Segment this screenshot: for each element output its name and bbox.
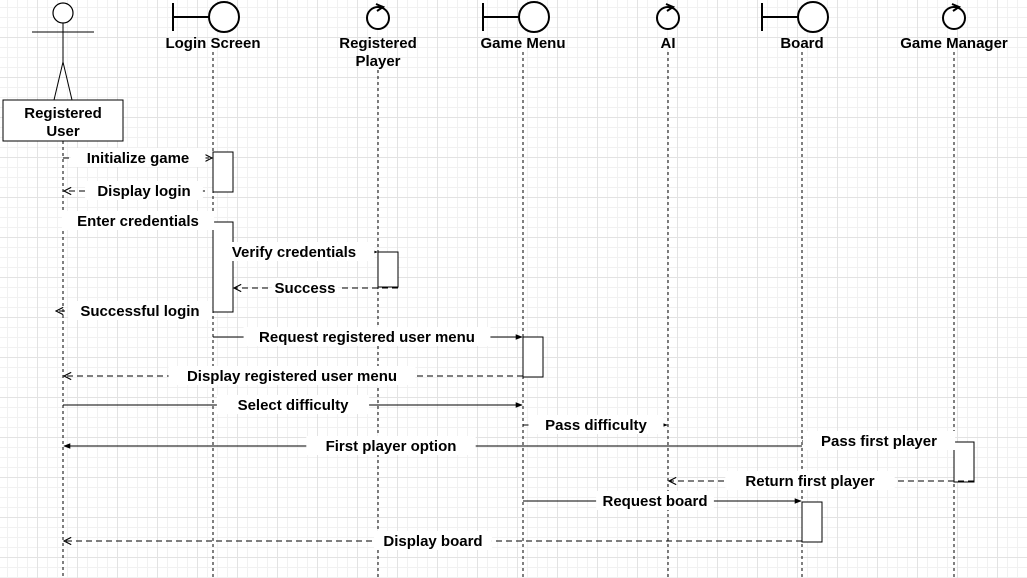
participant-ai: AI bbox=[656, 3, 680, 52]
message-3: Enter credentials bbox=[61, 211, 215, 230]
message-9: Select difficulty bbox=[63, 395, 523, 414]
participant-label: Game Manager bbox=[900, 35, 1008, 52]
message-8: Display registered user menu bbox=[64, 366, 523, 385]
message-7: Request registered user menu bbox=[213, 327, 523, 346]
message-label-bg bbox=[596, 491, 714, 510]
participant-board: Board bbox=[761, 1, 829, 52]
control-icon bbox=[366, 3, 390, 30]
message-label: Pass difficulty bbox=[545, 417, 647, 434]
message-label: Successful login bbox=[80, 303, 199, 320]
boundary-icon bbox=[761, 1, 829, 33]
message-15: Display board bbox=[64, 531, 802, 550]
control-icon bbox=[942, 3, 966, 30]
message-label: Select difficulty bbox=[238, 397, 350, 414]
message-label: Return first player bbox=[745, 473, 874, 490]
message-label-bg bbox=[243, 327, 491, 346]
message-label: First player option bbox=[326, 438, 457, 455]
activation-bar bbox=[801, 501, 823, 543]
message-label-bg bbox=[61, 211, 215, 230]
message-label-bg bbox=[68, 301, 212, 320]
participant-label: User bbox=[46, 123, 80, 140]
activation-bar bbox=[522, 336, 544, 378]
message-label-bg bbox=[213, 242, 375, 261]
message-label: Request registered user menu bbox=[259, 329, 475, 346]
message-2: Display login bbox=[64, 181, 205, 200]
message-label-bg bbox=[306, 436, 476, 455]
activation-bar bbox=[953, 441, 975, 483]
participant-manager: Game Manager bbox=[900, 3, 1008, 52]
activation-bar bbox=[212, 151, 234, 193]
actor-icon bbox=[32, 2, 94, 101]
message-11: First player option bbox=[63, 436, 802, 455]
message-label-bg bbox=[528, 415, 664, 434]
participant-label: Board bbox=[780, 35, 823, 52]
message-label: Display login bbox=[97, 183, 190, 200]
message-5: Success bbox=[234, 278, 398, 297]
message-label-bg bbox=[725, 471, 895, 490]
participant-menu: Game Menu bbox=[480, 1, 566, 52]
message-label-bg bbox=[168, 366, 416, 385]
message-4: Verify credentials bbox=[213, 242, 378, 261]
boundary-icon bbox=[172, 1, 240, 33]
participant-label: Login Screen bbox=[165, 35, 260, 52]
message-label-bg bbox=[70, 148, 206, 167]
message-label: Request board bbox=[602, 493, 707, 510]
message-14: Request board bbox=[523, 491, 802, 510]
participant-label: Player bbox=[355, 53, 400, 70]
message-6: Successful login bbox=[56, 301, 212, 320]
message-label-bg bbox=[216, 395, 370, 414]
control-icon bbox=[656, 3, 680, 30]
message-label: Success bbox=[275, 280, 336, 297]
message-label-bg bbox=[802, 431, 956, 450]
message-label: Enter credentials bbox=[77, 213, 199, 230]
message-12: Pass first player bbox=[802, 431, 956, 450]
activation-bar bbox=[212, 221, 234, 313]
message-label: Display board bbox=[383, 533, 482, 550]
message-1: Initialize game bbox=[63, 148, 212, 167]
message-label-bg bbox=[374, 531, 492, 550]
message-label-bg bbox=[271, 278, 339, 297]
participant-label: Registered bbox=[24, 105, 102, 122]
participant-label: Registered bbox=[339, 35, 417, 52]
participant-label: Game Menu bbox=[480, 35, 565, 52]
message-10: Pass difficulty bbox=[523, 415, 668, 434]
boundary-icon bbox=[482, 1, 550, 33]
activation-bar bbox=[377, 251, 399, 288]
message-label: Pass first player bbox=[821, 433, 937, 450]
message-label: Display registered user menu bbox=[187, 368, 397, 385]
message-13: Return first player bbox=[669, 471, 974, 490]
participant-login: Login Screen bbox=[165, 1, 261, 52]
message-label: Initialize game bbox=[87, 150, 190, 167]
participant-label: AI bbox=[661, 35, 676, 52]
message-label: Verify credentials bbox=[232, 244, 356, 261]
message-label-bg bbox=[85, 181, 203, 200]
